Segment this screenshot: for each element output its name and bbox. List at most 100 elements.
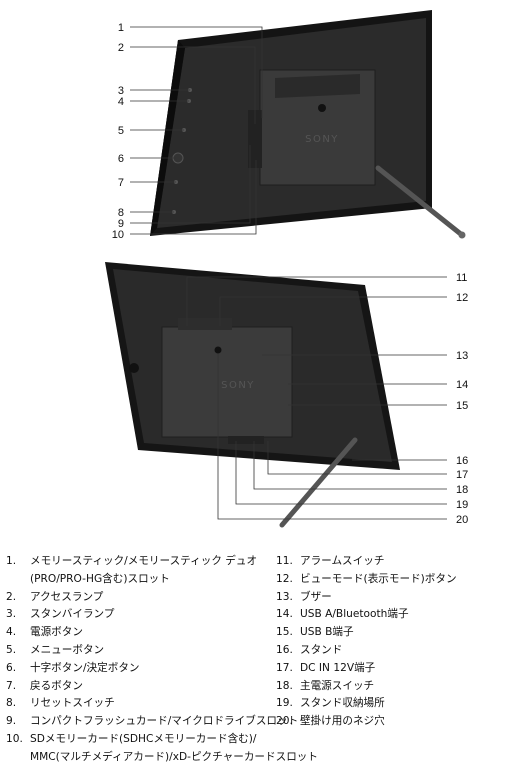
leader-20: [217, 354, 447, 520]
stand-rear: [279, 437, 358, 528]
callout-3: 3: [118, 85, 124, 97]
legend-text: ブザー: [300, 590, 332, 603]
legend-text: メモリースティック/メモリースティック デュオ: [30, 555, 258, 567]
legend-item: 10. SDメモリーカード(SDHCメモリーカード含む)/: [6, 731, 268, 749]
legend-item: 9. コンパクトフラッシュカード/マイクロドライブスロット: [6, 713, 298, 731]
leader-17: [267, 441, 447, 475]
callout-8: 8: [118, 207, 124, 219]
legend-number: 11.: [276, 555, 293, 567]
sony-logo-top: SONY: [305, 134, 339, 145]
housing-top-bar: [275, 74, 360, 98]
legend-number: 17.: [276, 661, 293, 674]
legend-number: 6.: [6, 661, 17, 674]
legend-number: 20.: [276, 715, 293, 728]
legend-item: 11.アラームスイッチ: [276, 553, 516, 571]
legend-number: 2.: [6, 590, 17, 603]
legend-number: 10.: [6, 732, 23, 745]
stand-foot: [458, 231, 466, 239]
callout-2: 2: [118, 42, 124, 54]
stand-top: [375, 165, 465, 238]
slot-housing: [248, 110, 262, 168]
legend-item: 5. メニューボタン: [6, 642, 268, 660]
legend-text: USB B端子: [300, 626, 354, 639]
callout-7: 7: [118, 177, 124, 189]
callout-20: 20: [456, 514, 468, 526]
legend-number: 1.: [6, 555, 17, 567]
callout-16: 16: [456, 455, 468, 467]
legend-number: 14.: [276, 608, 293, 621]
legend-text: コンパクトフラッシュカード/マイクロドライブスロット: [30, 715, 299, 728]
legend-text: MMC(マルチメディアカード)/xD-ピクチャーカードスロット: [30, 750, 318, 763]
legend-text: 戻るボタン: [30, 679, 83, 692]
legend-item: 15. USB B端子: [276, 624, 516, 642]
legend-text: SDメモリーカード(SDHCメモリーカード含む)/: [30, 732, 257, 745]
legend-text: リセットスイッチ: [30, 697, 115, 710]
callout-5: 5: [118, 125, 124, 137]
legend-text: メニューボタン: [30, 643, 105, 656]
legend-number: 8.: [6, 697, 17, 710]
legend-item: 6.十字ボタン/決定ボタン: [6, 660, 268, 678]
callout-1: 1: [118, 22, 124, 34]
leader-lines-top: [130, 26, 263, 235]
legend-right: 11.アラームスイッチ 12. ビューモード(表示モード)ボタン 13. ブザー 1…: [276, 553, 516, 731]
legend-item: 16. スタンド: [276, 642, 516, 660]
callout-10: 10: [112, 229, 124, 241]
legend-text: 電源ボタン: [30, 626, 83, 639]
sony-logo-rear: SONY: [221, 380, 255, 391]
legend-number: 16.: [276, 643, 293, 656]
legend-left: 1. メモリースティック/メモリースティック デュオ (PRO/PRO-HG含む)…: [6, 553, 318, 767]
legend-number: 19.: [276, 697, 293, 710]
legend-item: 1. メモリースティック/メモリースティック デュオ: [6, 553, 268, 571]
legend-text: 主電源スイッチ: [300, 679, 375, 692]
legend-number: 3.: [6, 608, 17, 621]
legend-text: DC IN 12V端子: [300, 661, 376, 674]
legend-number: 9.: [6, 715, 17, 728]
legend-item: 19. スタンド収納場所: [276, 695, 516, 713]
callout-17: 17: [456, 469, 468, 481]
rear-knob: [129, 363, 139, 373]
legend-item: 3. スタンバイランプ: [6, 606, 268, 624]
legend-item: 4.電源ボタン: [6, 624, 268, 642]
leader-11: [186, 276, 447, 326]
legend-item: 18. 主電源スイッチ: [276, 678, 516, 696]
leader-12: [219, 296, 447, 326]
callout-19: 19: [456, 499, 468, 511]
legend-text: USB A/Bluetooth端子: [300, 608, 409, 621]
bottom-ports: [228, 436, 264, 444]
legend-text: 壁掛け用のネジ穴: [300, 715, 385, 728]
legend-number: 18.: [276, 679, 293, 692]
legend-number: 15.: [276, 626, 293, 639]
screw-hole: [318, 104, 326, 112]
legend-text: アクセスランプ: [30, 590, 104, 603]
callout-4: 4: [118, 96, 124, 108]
legend-number: 5.: [6, 643, 17, 656]
legend-item: 12. ビューモード(表示モード)ボタン: [276, 571, 516, 589]
legend-item: 7.戻るボタン: [6, 678, 268, 696]
callouts-bottom: 11 12 13 14 15 16 17 18 19 20: [456, 272, 468, 526]
leader-18: [253, 441, 447, 490]
callout-9: 9: [118, 218, 124, 230]
legend-item: 20. 壁掛け用のネジ穴: [276, 713, 516, 731]
leader-10: [130, 160, 257, 235]
leader-9: [130, 145, 251, 224]
callout-15: 15: [456, 400, 468, 412]
legend-text: (PRO/PRO-HG含む)スロット: [30, 572, 170, 585]
legend-item-continuation: MMC(マルチメディアカード)/xD-ピクチャーカードスロット: [6, 749, 318, 767]
rear-housing-top: [178, 318, 232, 330]
legend-number: 12.: [276, 572, 293, 585]
product-diagram: SONY 1 2 3 4 5 6 7 8 9 10: [105, 10, 468, 528]
rear-housing: [161, 326, 293, 438]
legend-text: スタンド: [300, 643, 343, 656]
legend-item-continuation: (PRO/PRO-HG含む)スロット: [6, 571, 268, 589]
callouts-top: 1 2 3 4 5 6 7 8 9 10: [112, 22, 124, 241]
frame-angled-view: SONY: [150, 10, 466, 239]
legend-item: 17. DC IN 12V端子: [276, 660, 516, 678]
legend-text: スタンド収納場所: [300, 697, 385, 710]
callout-14: 14: [456, 379, 468, 391]
callout-6: 6: [118, 153, 124, 165]
legend-item: 14. USB A/Bluetooth端子: [276, 606, 516, 624]
legend-number: 13.: [276, 590, 293, 603]
callout-13: 13: [456, 350, 468, 362]
legend-text: ビューモード(表示モード)ボタン: [300, 572, 457, 585]
legend-text: スタンバイランプ: [30, 608, 115, 621]
